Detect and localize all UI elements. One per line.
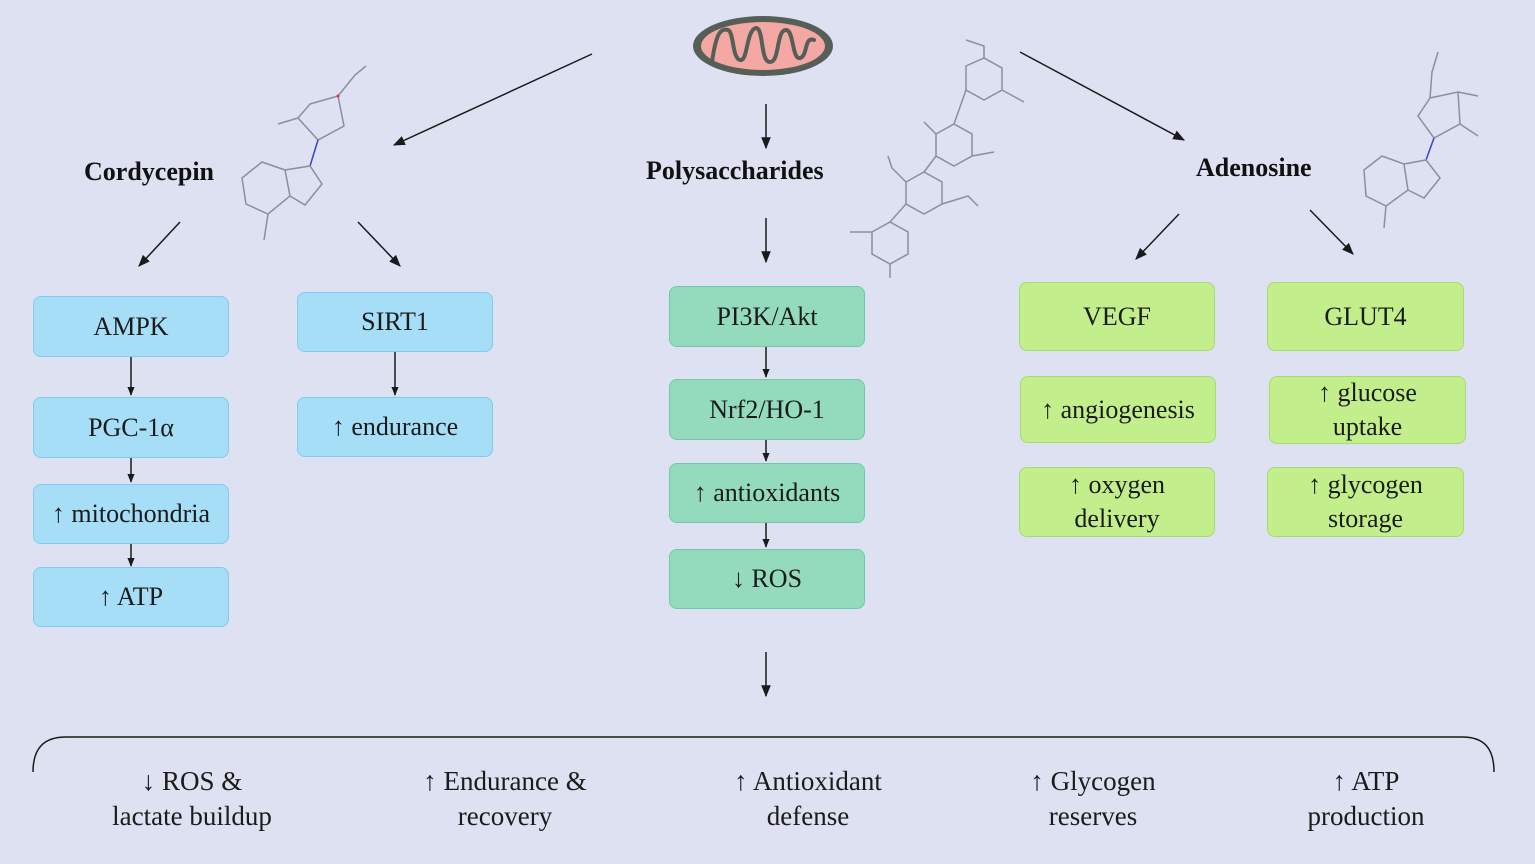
arrow-cordycepin-to-sirt1 [357,221,401,267]
endurance-box: ↑ endurance [297,397,493,457]
antioxidants-label: ↑ antioxidants [693,478,841,507]
ampk-label: AMPK [93,311,169,341]
adenosine-molecule-icon [1363,51,1479,229]
outcome-line1: ↑ ATP [1332,766,1400,796]
oxygen-delivery-label-line2: delivery [1074,504,1160,533]
glut4-label: GLUT4 [1324,301,1407,331]
arrow-cordycepin-to-ampk [138,221,181,267]
outcome-line2: recovery [457,801,553,831]
glucose-uptake-label-line2: uptake [1332,412,1403,441]
oxygen-delivery-box: ↑ oxygen delivery [1019,467,1215,537]
pi3k-label: PI3K/Akt [716,301,818,331]
outcome-line1: ↓ ROS & [141,766,243,796]
mitochondria-box: ↑ mitochondria [33,484,229,544]
pgc-label: PGC-1α [88,412,174,442]
angiogenesis-box: ↑ angiogenesis [1020,376,1216,443]
outcome-endurance-recovery: ↑ Endurance & recovery [375,764,635,834]
outcome-line2: lactate buildup [112,801,272,831]
cordycepin-heading: Cordycepin [84,157,214,186]
outcome-ros-lactate: ↓ ROS & lactate buildup [62,764,322,834]
glut4-box: GLUT4 [1267,282,1464,351]
glycogen-storage-label-line2: storage [1327,504,1404,533]
outcome-atp-production: ↑ ATP production [1236,764,1496,834]
sirt1-label: SIRT1 [361,307,429,336]
arrow-adenosine-to-vegf [1135,213,1180,260]
outcome-line2: reserves [1048,801,1138,831]
arrow-top-to-adenosine [1019,51,1186,141]
glycogen-storage-label-line1: ↑ glycogen [1308,470,1423,499]
outcome-line1: ↑ Endurance & [423,766,587,796]
atp-label: ↑ ATP [98,582,164,611]
adenosine-heading: Adenosine [1196,153,1312,182]
ampk-box: AMPK [33,296,229,357]
outcome-line2: defense [766,801,850,831]
arrow-adenosine-to-glut4 [1309,209,1354,255]
antioxidants-box: ↑ antioxidants [669,463,865,523]
oxygen-delivery-label-line1: ↑ oxygen [1068,470,1166,499]
vegf-label: VEGF [1083,301,1151,331]
polysaccharide-molecule-icon [850,39,1025,278]
arrow-top-to-cordycepin [392,53,593,146]
vegf-box: VEGF [1019,282,1215,351]
outcome-line2: production [1307,801,1425,831]
glucose-uptake-label-line1: ↑ glucose [1318,378,1417,407]
outcome-glycogen-reserves: ↑ Glycogen reserves [963,764,1223,834]
glycogen-storage-box: ↑ glycogen storage [1267,467,1464,537]
ros-label: ↓ ROS [731,564,803,593]
nrf2-box: Nrf2/HO-1 [669,379,865,440]
pi3k-box: PI3K/Akt [669,286,865,347]
cordycepin-molecule-icon [241,65,367,241]
glucose-uptake-box: ↑ glucose uptake [1269,376,1466,444]
atp-box: ↑ ATP [33,567,229,627]
outcomes-bracket [32,736,1495,773]
outcome-line1: ↑ Antioxidant [734,766,882,796]
mitochondrion-icon [693,16,833,76]
polysaccharides-heading: Polysaccharides [646,156,824,185]
outcome-antioxidant-defense: ↑ Antioxidant defense [678,764,938,834]
ros-box: ↓ ROS [669,549,865,609]
pgc-box: PGC-1α [33,397,229,458]
nrf2-label: Nrf2/HO-1 [709,394,825,424]
angiogenesis-label: ↑ angiogenesis [1041,394,1195,424]
outcome-line1: ↑ Glycogen [1030,766,1156,796]
sirt1-box: SIRT1 [297,292,493,352]
mitochondria-label: ↑ mitochondria [51,499,211,528]
endurance-label: ↑ endurance [331,412,459,441]
